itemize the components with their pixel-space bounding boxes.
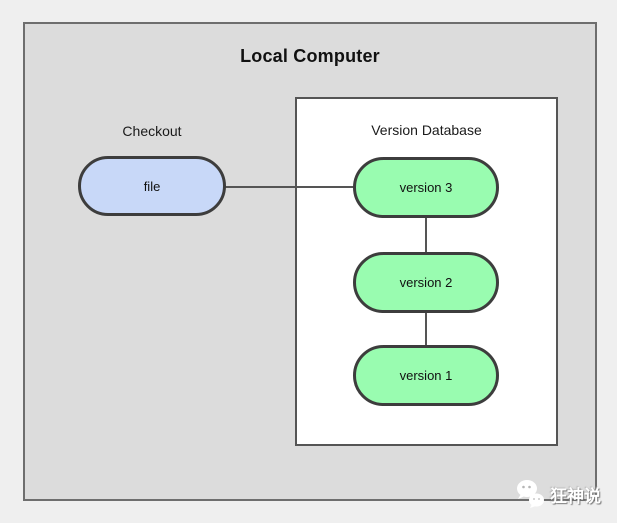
file-node-label: file xyxy=(143,178,161,194)
watermark: 狂神说 xyxy=(515,478,601,510)
connector-file-to-version3 xyxy=(224,186,355,188)
version3-node: version 3 xyxy=(353,157,499,218)
version-database-label: Version Database xyxy=(371,122,482,138)
checkout-label: Checkout xyxy=(122,123,182,139)
version2-node: version 2 xyxy=(353,252,499,313)
file-node: file xyxy=(78,156,226,216)
connector-version2-to-version1 xyxy=(425,311,427,347)
version1-node: version 1 xyxy=(353,345,499,406)
diagram-title: Local Computer xyxy=(240,46,380,66)
chat-bubbles-icon xyxy=(517,480,544,508)
version2-node-label: version 2 xyxy=(399,275,453,290)
version1-node-label: version 1 xyxy=(399,368,453,383)
version3-node-label: version 3 xyxy=(399,180,453,195)
connector-version3-to-version2 xyxy=(425,216,427,254)
watermark-text: 狂神说 xyxy=(550,486,601,506)
